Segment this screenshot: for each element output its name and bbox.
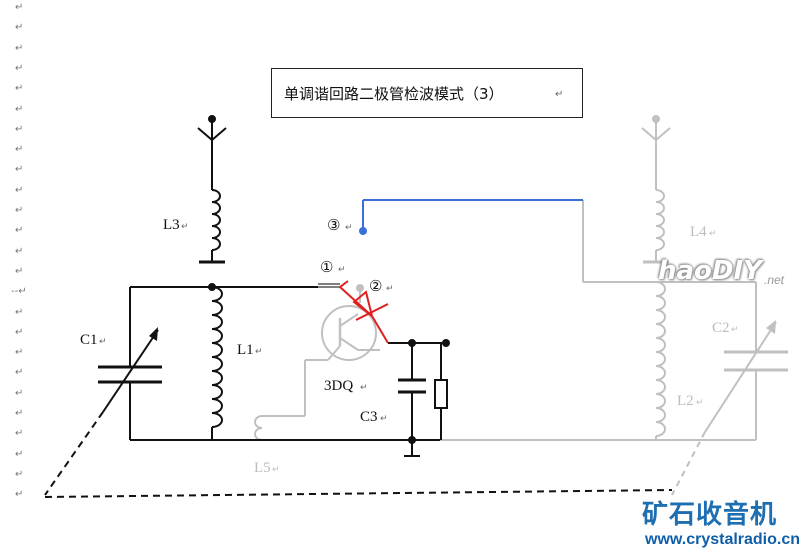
l2-coil — [655, 281, 666, 437]
paragraph-mark: ↵ — [15, 306, 24, 318]
title-box: 单调谐回路二极管检波模式（3） ↵ — [271, 68, 583, 118]
paragraph-mark: ↵ — [15, 205, 24, 216]
paragraph-mark: ↵ — [15, 408, 24, 419]
paragraph-mark: ↵ — [15, 468, 24, 480]
transistor-3dq — [321, 305, 377, 361]
l4-coil — [655, 189, 665, 251]
return-mark: ↵ — [272, 465, 280, 475]
watermark-url: www.crystalradio.cn — [645, 531, 801, 548]
paragraph-mark: ↵ — [15, 489, 24, 501]
point-3-label: ③ — [327, 218, 340, 234]
paragraph-mark: ↵ — [15, 42, 24, 54]
paragraph-marks: ↵ ↵ ↵ ↵ ↵ ↵ ↵ ↵ ↵ ↵ ↵ ↵ ↵ ↵ --↵ ↵ ↵ ↵ ↵ ↵ ↵ ↵ ↵ ↵ ↵ — [11, 0, 35, 520]
return-mark: ↵ — [386, 284, 394, 294]
point-2-label: ② — [369, 279, 382, 295]
label-c3: C3 — [360, 409, 378, 425]
paragraph-mark: ↵ — [15, 103, 24, 115]
paragraph-mark: ↵ — [15, 367, 24, 379]
label-l4: L4 — [690, 224, 707, 240]
return-mark: ↵ — [345, 223, 353, 233]
return-mark: ↵ — [338, 265, 346, 275]
label-c2: C2 — [712, 320, 730, 336]
paragraph-mark: ↵ — [15, 225, 24, 237]
main-circuit — [44, 115, 673, 498]
paragraph-mark: ↵ — [15, 83, 24, 95]
watermark-haodiy-suffix: .net — [764, 273, 785, 287]
return-mark: ↵ — [255, 347, 263, 357]
paragraph-mark: ↵ — [15, 428, 24, 440]
diode-symbol — [339, 280, 389, 344]
paragraph-mark: ↵ — [15, 387, 24, 399]
return-mark: ↵ — [360, 383, 368, 393]
label-l3: L3 — [163, 217, 180, 233]
label-l2: L2 — [677, 393, 694, 409]
paragraph-mark: ↵ — [15, 265, 24, 277]
diagram-title: 单调谐回路二极管检波模式（3） — [284, 85, 504, 103]
l3-coil — [211, 189, 221, 251]
return-mark: ↵ — [99, 337, 107, 347]
return-mark: ↵ — [181, 222, 189, 232]
paragraph-mark: ↵ — [15, 184, 24, 196]
watermark-haodiy: haoDIY — [658, 256, 762, 286]
return-mark: ↵ — [380, 414, 388, 424]
paragraph-mark: ↵ — [15, 326, 24, 338]
return-mark: ↵ — [709, 229, 717, 239]
paragraph-mark: ↵ — [15, 22, 24, 34]
faded-circuit — [254, 115, 788, 496]
point-1-label: ① — [320, 260, 333, 276]
label-c1: C1 — [80, 332, 98, 348]
label-3dq: 3DQ — [324, 378, 353, 394]
paragraph-mark: ↵ — [15, 448, 24, 460]
label-l1: L1 — [237, 342, 254, 358]
paragraph-mark: ↵ — [15, 62, 24, 74]
return-mark: ↵ — [696, 398, 704, 408]
l5-coil — [254, 415, 263, 441]
paragraph-mark: ↵ — [15, 2, 24, 13]
label-l5: L5 — [254, 460, 271, 476]
paragraph-mark: ↵ — [15, 245, 24, 257]
return-mark: ↵ — [731, 325, 739, 335]
link-wire — [359, 199, 583, 235]
l1-coil — [211, 286, 223, 428]
antenna-2-icon — [641, 115, 671, 190]
antenna-1-icon — [197, 115, 227, 190]
paragraph-mark: ↵ — [15, 347, 24, 359]
paragraph-mark: ↵ — [15, 164, 24, 176]
paragraph-mark: ↵ — [15, 144, 24, 156]
watermark-brand: 矿石收音机 — [642, 500, 778, 530]
paragraph-mark: ↵ — [15, 123, 24, 135]
title-return-mark: ↵ — [555, 89, 564, 100]
paragraph-mark: --↵ — [11, 286, 27, 298]
